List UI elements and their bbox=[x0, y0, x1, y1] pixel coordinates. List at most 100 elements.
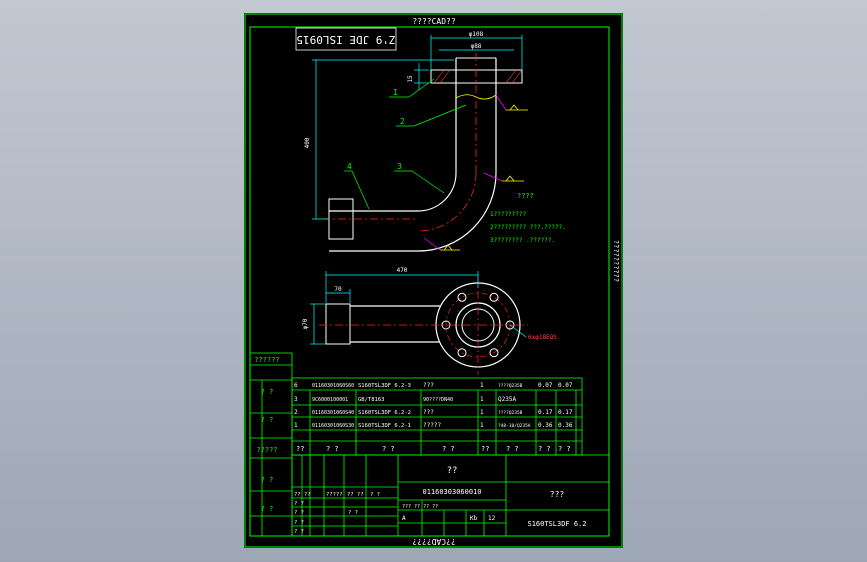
bom-cell-unit: 0.07 bbox=[538, 382, 553, 389]
dim-flange-thk: 15 bbox=[407, 75, 414, 83]
front-dimensions bbox=[312, 35, 523, 220]
cad-drawing: ????CAD?? ??CAD???? ?????????? Z'9 JDE I… bbox=[244, 13, 623, 548]
balloon-leaders bbox=[344, 78, 467, 210]
flange-outline bbox=[430, 69, 523, 84]
plan-dimensions bbox=[310, 271, 479, 345]
tb-subheader-1: ????? bbox=[326, 492, 343, 498]
notes-title: ???? bbox=[517, 192, 534, 200]
outer-frame bbox=[244, 13, 623, 548]
corner-code-box bbox=[295, 27, 397, 51]
bom-cell-total: 0.36 bbox=[558, 422, 573, 429]
bom-row-2: 2 01160301060S40 S160TSL3DF 6.2-2 ??? 1 … bbox=[294, 409, 573, 416]
strip-label-3: ????? bbox=[256, 446, 277, 454]
bom-cell-no: 2 bbox=[294, 409, 298, 416]
dim-outer-width: φ108 bbox=[469, 31, 484, 38]
bom-cell-drawing: GB/T8163 bbox=[358, 397, 385, 403]
title-company: ??? bbox=[550, 490, 565, 499]
bom-cell-material: ????Q235B bbox=[498, 383, 523, 389]
bom-rows: 6 01160301060S60 S160TSL3DF 6.2-3 ??? 1 … bbox=[294, 382, 573, 453]
bom-cell-qty: 1 bbox=[480, 409, 484, 416]
dim-plan-length: 470 bbox=[397, 267, 408, 274]
bom-header-material: ? ? bbox=[506, 445, 519, 453]
tb-row-label-1: ? ? bbox=[294, 510, 304, 516]
bom-cell-drawing: S160TSL3DF 6.2-3 bbox=[358, 383, 411, 389]
bom-cell-name: 90????DN40 bbox=[423, 397, 453, 403]
bom-cell-code: 01160301060S30 bbox=[312, 423, 354, 429]
bom-cell-no: 3 bbox=[294, 396, 298, 403]
title-product-code: S160TSL3DF 6.2 bbox=[527, 520, 586, 528]
front-view: φ108 φ88 15 400 1 2 3 4 bbox=[304, 31, 528, 252]
bom-cell-material: Q235A bbox=[498, 396, 516, 403]
bom-header-code: ? ? bbox=[326, 445, 339, 453]
tb-subheader-0: ?? ?? bbox=[294, 492, 311, 498]
bom-cell-total: 0.17 bbox=[558, 409, 573, 416]
balloon-4: 4 bbox=[347, 162, 352, 171]
bom-cell-qty: 1 bbox=[480, 382, 484, 389]
dim-bolt-holes: 6xφ18EQS bbox=[528, 334, 557, 341]
tb-row-label-0: ? ? bbox=[294, 501, 304, 507]
elbow-outer bbox=[417, 172, 497, 252]
elbow-inner bbox=[417, 172, 457, 212]
tb-scale-a: A bbox=[402, 515, 406, 522]
bom-grid bbox=[291, 377, 583, 456]
balloon-2: 2 bbox=[400, 117, 405, 126]
bom-row-0: 6 01160301060S60 S160TSL3DF 6.2-3 ??? 1 … bbox=[294, 382, 573, 389]
bom-row-3: 1 01160301060S30 S160TSL3DF 6.2-1 ????? … bbox=[294, 422, 573, 429]
bom-cell-code: 9C6000100001 bbox=[312, 397, 348, 403]
dim-plan-dia: φ70 bbox=[302, 318, 309, 329]
dim-height: 400 bbox=[304, 137, 311, 148]
tb-subheader-3: ? ? bbox=[370, 492, 380, 498]
title-drawing-code: 01160303060010 bbox=[422, 488, 481, 496]
tb-row-label-2: ? ? bbox=[294, 520, 304, 526]
sheet-bottom-title: ??CAD???? bbox=[412, 537, 456, 546]
title-block-grid bbox=[291, 454, 610, 537]
balloon-1: 1 bbox=[393, 88, 398, 97]
strip-label-4: ? ? bbox=[261, 476, 274, 484]
plan-view: 470 70 φ70 6xφ18EQS bbox=[302, 267, 557, 375]
note-3: 3???????? .??????. bbox=[490, 237, 555, 244]
bom-cell-material: ????Q235B bbox=[498, 410, 523, 416]
bom-cell-total: 0.07 bbox=[558, 382, 573, 389]
left-strip bbox=[249, 352, 293, 537]
bom-header-name: ? ? bbox=[442, 445, 455, 453]
drawing-sheet: ????CAD?? ??CAD???? ?????????? Z'9 JDE I… bbox=[244, 13, 623, 548]
front-centerline-arc bbox=[417, 172, 477, 232]
bom-cell-code: 01160301060S60 bbox=[312, 383, 354, 389]
strip-label-0: ?????? bbox=[254, 356, 279, 364]
bom-cell-name: ??? bbox=[423, 382, 434, 389]
note-1: 1????????? bbox=[490, 211, 527, 218]
tb-subheader-2: ?? ?? bbox=[347, 492, 364, 498]
bom-header-drawing: ? ? bbox=[382, 445, 395, 453]
bom-cell-name: ????? bbox=[423, 422, 441, 429]
bom-cell-no: 1 bbox=[294, 422, 298, 429]
strip-label-1: ? ? bbox=[261, 388, 274, 396]
sheet-top-title: ????CAD?? bbox=[412, 17, 456, 26]
bom-cell-code: 01160301060S40 bbox=[312, 410, 354, 416]
tb-row-label-3: ? ? bbox=[294, 529, 304, 535]
bolt-leader bbox=[509, 324, 527, 338]
bom-cell-drawing: S160TSL3DF 6.2-1 bbox=[358, 423, 411, 429]
bom-header-total: ? ? bbox=[558, 445, 571, 453]
balloon-3: 3 bbox=[397, 162, 402, 171]
bom-cell-material: ?48-10/Q235A bbox=[498, 423, 531, 429]
bom-row-1: 3 9C6000100001 GB/T8163 90????DN40 1 Q23… bbox=[294, 396, 516, 403]
bom-cell-qty: 1 bbox=[480, 396, 484, 403]
bom-cell-qty: 1 bbox=[480, 422, 484, 429]
bom-header-row: ?? ? ? ? ? ? ? ?? ? ? ? ? ? ? bbox=[296, 445, 571, 453]
bom-header-no: ?? bbox=[296, 445, 304, 453]
note-2: 2????????? ???.?????. bbox=[490, 224, 566, 231]
tb-subheader-4: ??? ?? ?? ?? bbox=[402, 504, 438, 510]
sheet-side-code: ?????????? bbox=[612, 240, 620, 282]
bom-header-qty: ?? bbox=[481, 445, 489, 453]
title-name: ?? bbox=[447, 466, 458, 476]
plan-pipe-end bbox=[325, 303, 351, 345]
dim-inner-width: φ88 bbox=[471, 43, 482, 50]
weld-leaders bbox=[423, 94, 507, 251]
strip-label-2: ? ? bbox=[261, 416, 274, 424]
inner-frame bbox=[249, 26, 610, 537]
flange-hatch bbox=[433, 69, 523, 84]
tb-scale-c: 12 bbox=[488, 515, 496, 522]
dim-plan-stub: 70 bbox=[334, 286, 342, 293]
corner-code: Z'9 JDE ISL0915 bbox=[296, 33, 395, 46]
